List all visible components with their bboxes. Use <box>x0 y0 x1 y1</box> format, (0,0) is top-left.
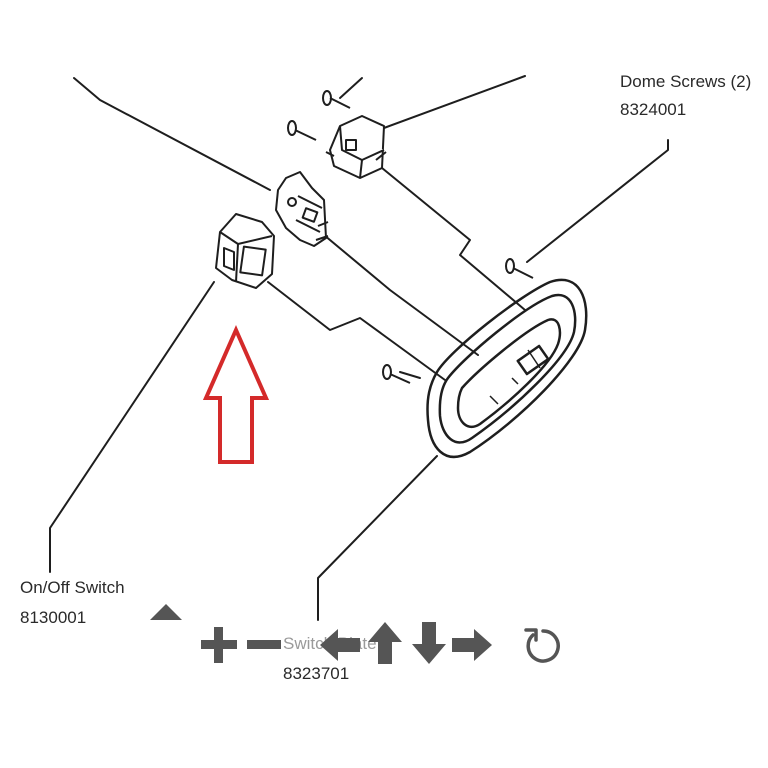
callout-dome-screws-part-number: 8324001 <box>620 100 687 119</box>
leader-line-top-screw <box>339 77 363 99</box>
pan-up-icon[interactable] <box>364 620 406 666</box>
callout-dome-screws-name: Dome Screws (2) <box>620 72 752 91</box>
pan-down-icon[interactable] <box>408 620 450 666</box>
leader-line-top-right <box>383 75 526 129</box>
up-arrow-icon[interactable] <box>148 600 184 624</box>
part-switch-plate <box>426 278 588 459</box>
leader-line-on-off-switch <box>49 281 215 573</box>
callout-on-off-switch-part-number: 8130001 <box>20 608 87 627</box>
callout-switch-plate-part-number: 8323701 <box>283 664 350 683</box>
screw-top <box>322 90 351 109</box>
screw-left <box>287 120 317 141</box>
highlight-arrow <box>202 325 270 464</box>
part-small-switch <box>325 115 387 179</box>
assembly-line-2 <box>317 229 479 356</box>
screw-right <box>505 258 534 279</box>
leader-line-dome-screws <box>526 139 669 263</box>
assembly-line-3 <box>267 281 446 381</box>
zoom-in-icon[interactable] <box>198 624 240 666</box>
pan-left-icon[interactable] <box>318 624 362 666</box>
callout-on-off-switch-name: On/Off Switch <box>20 578 125 597</box>
leader-line-top-left <box>73 77 271 191</box>
pan-right-icon[interactable] <box>450 624 494 666</box>
assembly-line-1 <box>381 167 526 311</box>
assembly-line-4 <box>399 371 421 379</box>
leader-line-switch-plate <box>317 455 438 621</box>
part-switch-body <box>275 171 329 247</box>
zoom-out-icon[interactable] <box>244 624 284 666</box>
screw-bottom <box>382 364 411 384</box>
reset-icon[interactable] <box>520 622 566 668</box>
part-on-off-switch <box>215 213 275 289</box>
